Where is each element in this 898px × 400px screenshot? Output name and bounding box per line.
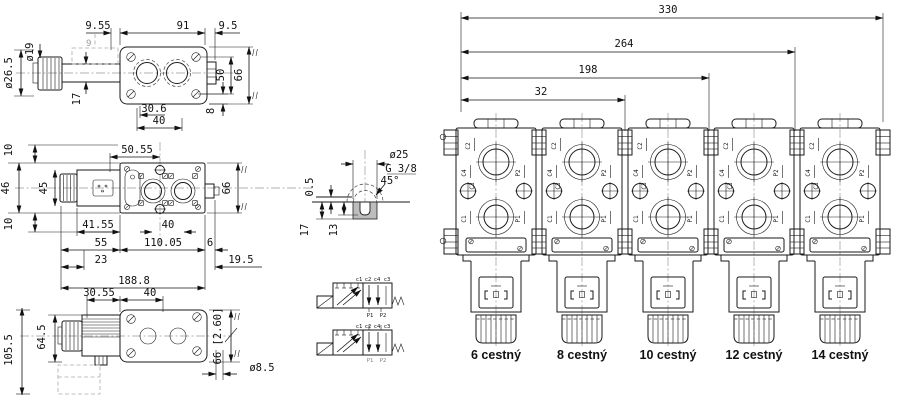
- dim-45: 45: [38, 182, 50, 195]
- dim-66-top: 66: [221, 182, 233, 195]
- schem2-c1: c1: [356, 324, 363, 330]
- dim-hole-dia: ø8.5: [249, 362, 274, 374]
- dim-19-5: 19.5: [228, 254, 253, 266]
- dim-10-top: 10: [3, 144, 15, 157]
- valve-section-2: [541, 112, 623, 347]
- variant-label-6: 6 cestný: [471, 348, 521, 362]
- valve-section-3: [627, 112, 709, 347]
- dim-17-port: 17: [299, 224, 311, 237]
- dim-13: 13: [328, 224, 340, 237]
- front-view: 9 9.55 91 9.5 ø26.5 ø19 17 50 66 30.6 8 …: [3, 20, 258, 131]
- hand-knob: [37, 56, 63, 91]
- dim-41-55: 41.55: [82, 219, 114, 231]
- dim-9-55: 9.55: [85, 20, 110, 32]
- schem-p1: P1: [367, 313, 374, 319]
- dim-330: 330: [659, 4, 678, 16]
- dim-30-55: 30.55: [83, 287, 115, 299]
- dim-40-side: 40: [144, 287, 157, 299]
- dim-50: 50: [215, 69, 227, 82]
- schem2-p1: P1: [367, 358, 374, 364]
- slot-profile: [359, 201, 371, 216]
- dim-91: 91: [177, 20, 190, 32]
- dim-66-front: 66: [233, 69, 245, 82]
- dim-30-6: 30.6: [141, 103, 166, 115]
- spring-symbol: [391, 296, 405, 306]
- schem2-c4: c4: [374, 324, 381, 330]
- thread-spec: G 3/8: [385, 163, 417, 175]
- spring-symbol: [391, 343, 405, 353]
- dim-264: 264: [615, 38, 634, 50]
- dim-32: 32: [535, 86, 548, 98]
- dim-55: 55: [95, 237, 108, 249]
- port-circle-inner: [353, 190, 377, 203]
- port-circle-outer: [346, 183, 384, 203]
- dim-ghost-9: 9: [86, 39, 91, 49]
- dim-105-5: 105.5: [3, 334, 15, 366]
- dim-17: 17: [71, 93, 83, 106]
- valve-symbol-1: c1 c2 c4 c3 P1 P2: [316, 277, 405, 319]
- dim-0-5: 0.5: [304, 178, 316, 197]
- variant-label-8: 8 cestný: [557, 348, 607, 362]
- solenoid-symbol: [316, 342, 334, 356]
- dim-50-55: 50.55: [121, 144, 153, 156]
- dim-46: 46: [0, 182, 12, 195]
- dim-6: 6: [207, 237, 213, 249]
- hand-knob-side: [61, 320, 83, 352]
- solenoid-symbol: [316, 295, 334, 309]
- dim-40-front: 40: [153, 115, 166, 127]
- valve-section-1: [455, 112, 537, 347]
- dim-66-side: 66 [2.60]: [212, 308, 224, 365]
- variant-label-12: 12 cestný: [726, 348, 783, 362]
- schem-c1: c1: [356, 277, 363, 283]
- solenoid-side: [81, 314, 121, 357]
- valve-bank-dimensions: 330 264 198 32: [460, 4, 884, 131]
- schem-c2: c2: [365, 277, 372, 283]
- schem-c4: c4: [374, 277, 381, 283]
- dim-23: 23: [95, 254, 108, 266]
- hydraulic-schematic: c1 c2 c4 c3 P1 P2 c1 c2 c4 c3 P1 P2: [316, 277, 405, 364]
- variant-label-10: 10 cestný: [640, 348, 697, 362]
- dim-8: 8: [205, 108, 217, 114]
- port-detail: ø25 G 3/8 45° 0.5 17 13: [299, 149, 417, 236]
- dim-64-5: 64.5: [36, 324, 48, 349]
- dim-9-5: 9.5: [219, 20, 238, 32]
- schem2-c2: c2: [365, 324, 372, 330]
- dim-188-8: 188.8: [118, 275, 150, 287]
- dim-d25: ø25: [390, 149, 409, 161]
- variant-label-14: 14 cestný: [812, 348, 869, 362]
- side-view: 30.55 40 105.5 64.5 66 [2.60] ø8.5: [3, 287, 275, 396]
- schem2-p2: P2: [380, 358, 387, 364]
- dim-40-top: 40: [162, 219, 175, 231]
- dim-angle: 45°: [381, 175, 400, 187]
- dim-198: 198: [579, 64, 598, 76]
- valve-section-5: [799, 112, 881, 347]
- valve-symbol-2: c1 c2 c4 c3 P1 P2: [316, 324, 405, 364]
- ghost-connector: [57, 364, 101, 395]
- ghost-outline: [71, 47, 119, 65]
- dim-shaft-dia: ø19: [24, 43, 36, 62]
- valve-body: [119, 46, 208, 105]
- dim-10-bottom: 10: [3, 218, 15, 231]
- valve-section-4: [713, 112, 795, 347]
- dim-knob-dia: ø26.5: [3, 57, 15, 89]
- top-view: 50.55 10 46 45 10 66 41.55 40 55 110.05 …: [0, 142, 312, 291]
- dim-110-05: 110.05: [144, 237, 182, 249]
- valve-bank: 6 cestný 8 cestný 10 cestný 12 cestný 14…: [439, 112, 891, 362]
- schem-c3: c3: [384, 277, 391, 283]
- schem2-c3: c3: [384, 324, 391, 330]
- schem-p2: P2: [380, 313, 387, 319]
